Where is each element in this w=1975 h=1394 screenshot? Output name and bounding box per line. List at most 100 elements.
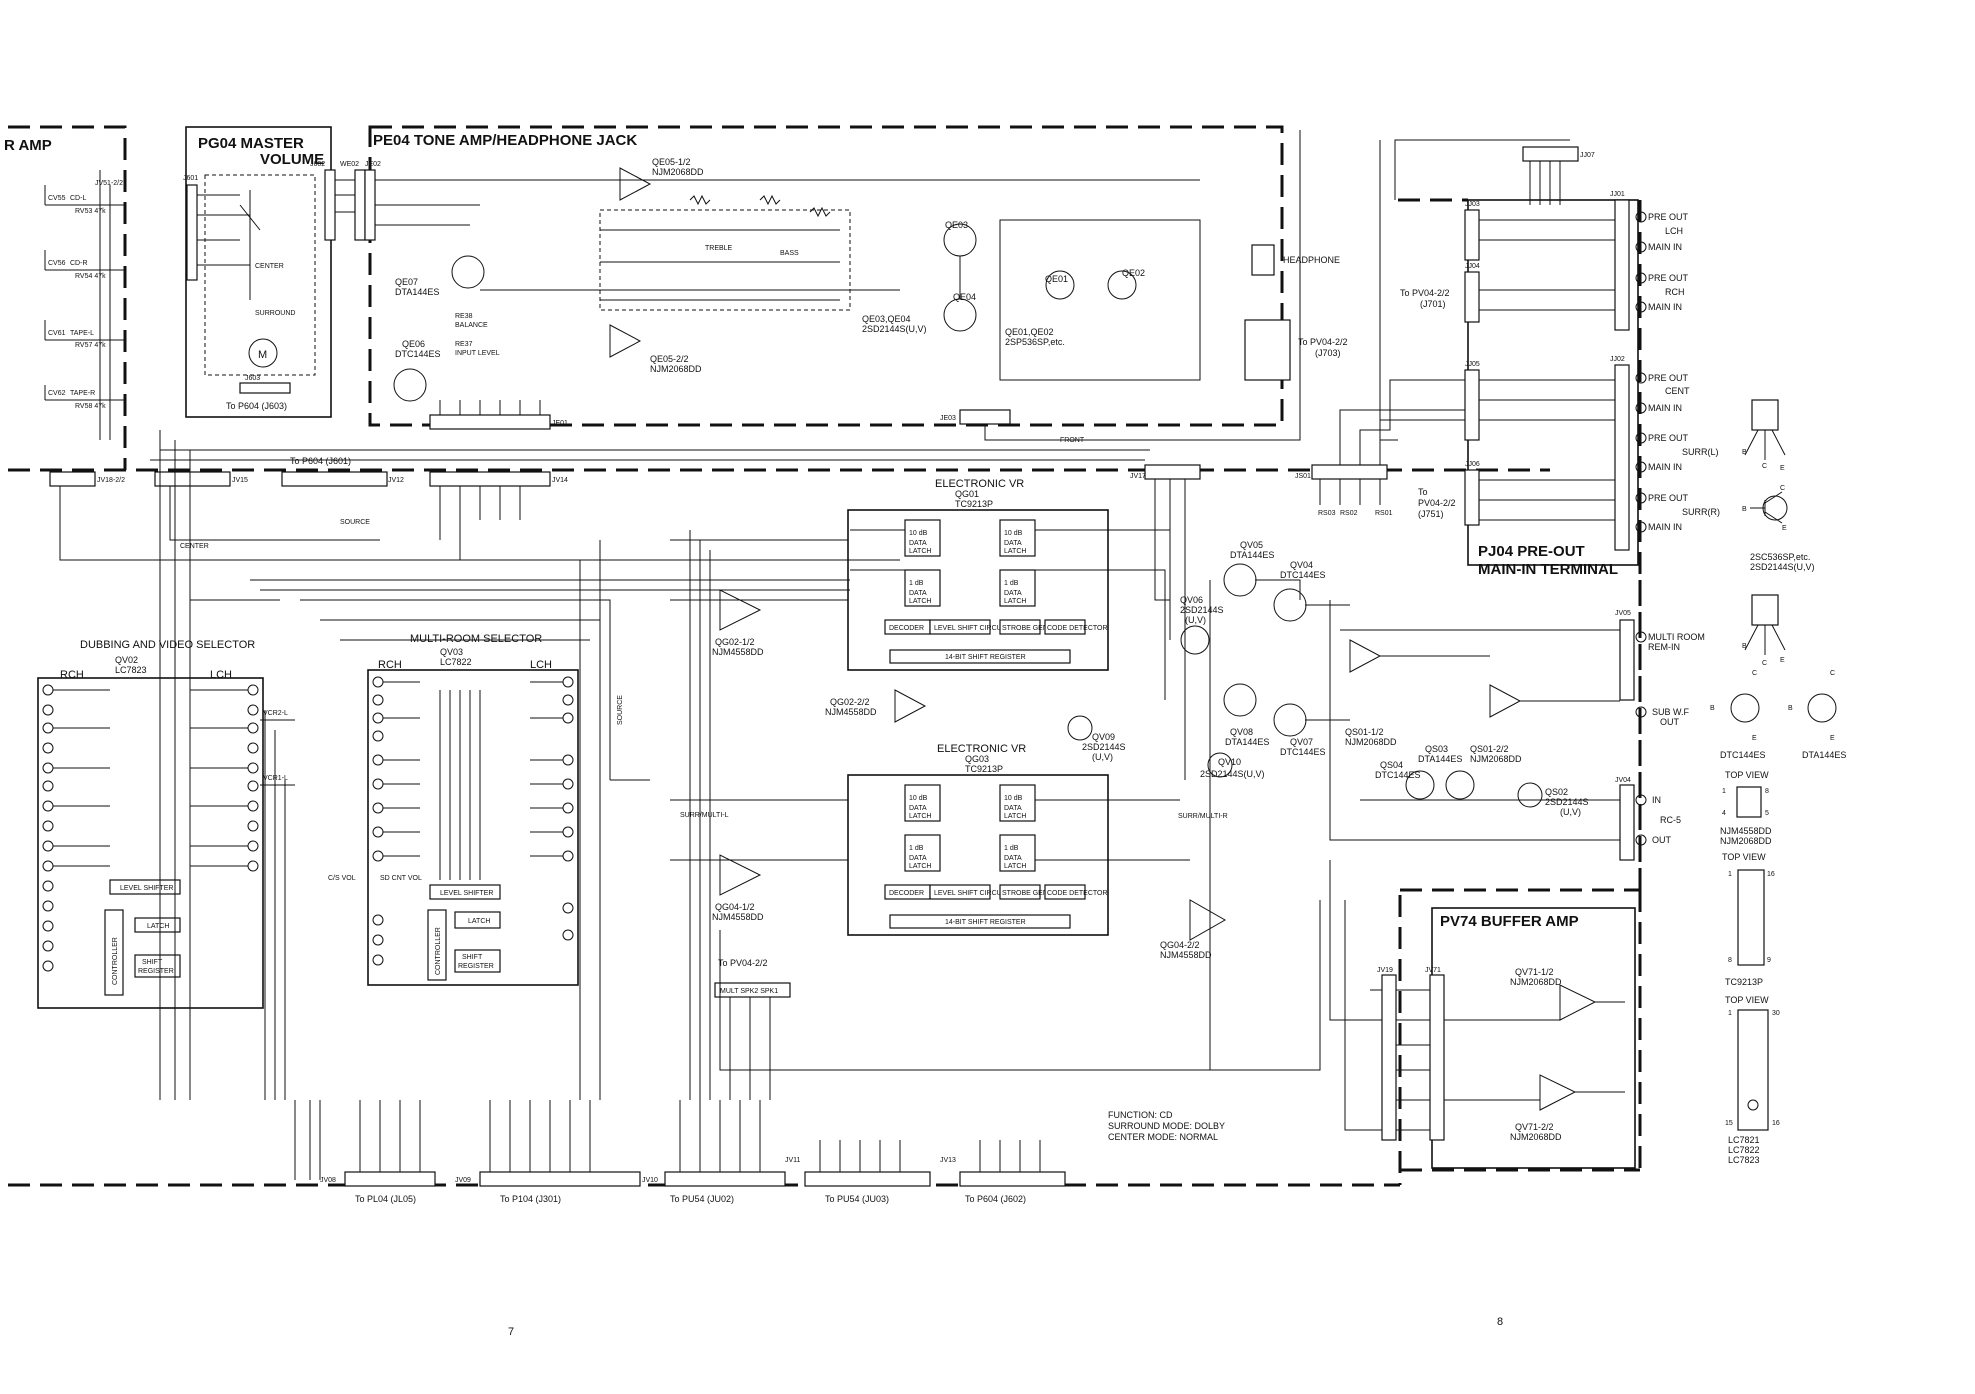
svg-text:TC9213P: TC9213P: [955, 499, 993, 509]
svg-text:(J701): (J701): [1420, 299, 1446, 309]
transistor-package-icon-2: [1751, 594, 1779, 626]
svg-text:E: E: [1752, 735, 1757, 742]
svg-text:LEVEL SHIFT CIRCUIT: LEVEL SHIFT CIRCUIT: [934, 890, 1009, 897]
svg-text:RCH: RCH: [1665, 287, 1685, 297]
pv74-internals: JV19 JV71 QV71-1/2 NJM2068DD QV71-2/2 NJ…: [1329, 860, 1625, 1142]
svg-text:LATCH: LATCH: [1004, 548, 1026, 555]
qg02-2-opamp: [894, 689, 927, 723]
qv71-1-opamp: [1559, 984, 1597, 1021]
svg-text:2SD2144S: 2SD2144S: [1545, 797, 1589, 807]
svg-text:VCR1-L: VCR1-L: [263, 775, 288, 782]
svg-text:14-BIT SHIFT REGISTER: 14-BIT SHIFT REGISTER: [945, 654, 1026, 661]
svg-text:QV09: QV09: [1092, 732, 1115, 742]
svg-text:1: 1: [1728, 871, 1732, 878]
svg-text:JE03: JE03: [940, 415, 956, 422]
svg-text:QV06: QV06: [1180, 595, 1203, 605]
svg-text:LCH: LCH: [1665, 226, 1683, 236]
svg-text:JV51-2/2: JV51-2/2: [95, 180, 123, 187]
pj04-title: PJ04 PRE-OUT: [1478, 543, 1585, 560]
svg-text:JJ04: JJ04: [1465, 263, 1480, 270]
svg-text:TREBLE: TREBLE: [705, 245, 733, 252]
svg-text:2SD2144S(U,V): 2SD2144S(U,V): [862, 324, 927, 334]
svg-text:DTA144ES: DTA144ES: [395, 287, 439, 297]
svg-text:CV56: CV56: [48, 260, 66, 267]
bottom-connectors: JV08 To PL04 (JL05) JV09 To P104 (J301) …: [294, 958, 1066, 1204]
headphone-jack: [1251, 244, 1275, 276]
je01-connector: [429, 414, 551, 430]
svg-text:LATCH: LATCH: [147, 923, 169, 930]
qv03-section: RCH LCH QV03 LC7822 LEVEL SHIFTER LATCH …: [300, 540, 650, 1100]
svg-text:CENTER: CENTER: [255, 263, 284, 270]
svg-text:CONTROLLER: CONTROLLER: [112, 937, 119, 985]
svg-text:To P604 (J602): To P604 (J602): [965, 1194, 1026, 1204]
svg-text:C: C: [1830, 670, 1835, 677]
svg-text:DATA: DATA: [1004, 590, 1022, 597]
svg-text:DTC144ES: DTC144ES: [1280, 570, 1326, 580]
qv02-section: RCH LCH QV02 LC7823 LEVEL SHIFTER LATCH …: [37, 655, 295, 1100]
svg-text:RS02: RS02: [1340, 510, 1358, 517]
svg-text:DATA: DATA: [909, 805, 927, 812]
svg-text:SHIFT: SHIFT: [462, 954, 483, 961]
pj04-block: [1467, 199, 1639, 566]
svg-text:DTA144ES: DTA144ES: [1225, 737, 1269, 747]
svg-text:JV18-2/2: JV18-2/2: [97, 477, 125, 484]
svg-text:E: E: [1830, 735, 1835, 742]
svg-text:QG02-2/2: QG02-2/2: [830, 697, 870, 707]
qs01-2-opamp: [1489, 684, 1522, 718]
svg-text:DATA: DATA: [1004, 805, 1022, 812]
package-drawings: B C E B C E 2SC536SP,etc. 2SD2144S(U,V) …: [1710, 399, 1846, 1165]
svg-text:CV55: CV55: [48, 195, 66, 202]
svg-text:To PU54 (JU02): To PU54 (JU02): [670, 1194, 734, 1204]
svg-text:QE04: QE04: [953, 292, 976, 302]
svg-text:16: 16: [1767, 871, 1775, 878]
svg-text:10 dB: 10 dB: [909, 795, 928, 802]
svg-text:NJM2068DD: NJM2068DD: [1510, 977, 1562, 987]
svg-text:JJ02: JJ02: [1610, 356, 1625, 363]
svg-text:RE38: RE38: [455, 313, 473, 320]
svg-text:(J751): (J751): [1418, 509, 1444, 519]
svg-text:1 dB: 1 dB: [909, 580, 924, 587]
block-titles: R AMP PG04 MASTER VOLUME PE04 TONE AMP/H…: [4, 132, 1618, 930]
svg-text:2SP536SP,etc.: 2SP536SP,etc.: [1005, 337, 1065, 347]
svg-text:RE37: RE37: [455, 341, 473, 348]
svg-text:JJ07: JJ07: [1580, 152, 1595, 159]
svg-text:B: B: [1742, 643, 1747, 650]
qe07-transistor: [451, 255, 485, 289]
qv71-2-opamp: [1539, 1074, 1577, 1111]
svg-text:TC9213P: TC9213P: [1725, 977, 1763, 987]
svg-text:(U,V): (U,V): [1092, 752, 1113, 762]
qg04-1-opamp: [719, 854, 762, 896]
svg-text:14-BIT SHIFT REGISTER: 14-BIT SHIFT REGISTER: [945, 919, 1026, 926]
qv03-ic: [367, 669, 579, 986]
svg-text:REGISTER: REGISTER: [458, 963, 494, 970]
svg-text:REGISTER: REGISTER: [138, 968, 174, 975]
svg-text:NJM2068DD: NJM2068DD: [1345, 737, 1397, 747]
svg-text:IN: IN: [1652, 795, 1661, 805]
svg-text:OUT: OUT: [1652, 835, 1672, 845]
jack-circles: [1635, 211, 1647, 533]
svg-text:STROBE GENERATOR: STROBE GENERATOR: [1002, 890, 1076, 897]
svg-text:LEVEL SHIFT CIRCUIT: LEVEL SHIFT CIRCUIT: [934, 625, 1009, 632]
svg-text:JJ03: JJ03: [1465, 201, 1480, 208]
svg-text:JV19: JV19: [1377, 967, 1393, 974]
svg-text:CV62: CV62: [48, 390, 66, 397]
svg-text:TOP VIEW: TOP VIEW: [1725, 770, 1769, 780]
svg-text:1 dB: 1 dB: [1004, 580, 1019, 587]
svg-text:QE01: QE01: [1045, 274, 1068, 284]
svg-text:1 dB: 1 dB: [1004, 845, 1019, 852]
svg-text:QE01,QE02: QE01,QE02: [1005, 327, 1054, 337]
svg-text:JV04: JV04: [1615, 777, 1631, 784]
svg-text:4: 4: [1722, 810, 1726, 817]
svg-text:QE03: QE03: [945, 220, 968, 230]
svg-text:QV10: QV10: [1218, 757, 1241, 767]
svg-text:To: To: [1418, 487, 1428, 497]
svg-text:PRE OUT: PRE OUT: [1648, 493, 1689, 503]
svg-text:LC7822: LC7822: [440, 657, 472, 667]
pg04-title: PG04 MASTER: [198, 135, 304, 152]
svg-text:JE02: JE02: [365, 161, 381, 168]
svg-text:8: 8: [1765, 788, 1769, 795]
svg-text:RCH: RCH: [60, 669, 84, 681]
